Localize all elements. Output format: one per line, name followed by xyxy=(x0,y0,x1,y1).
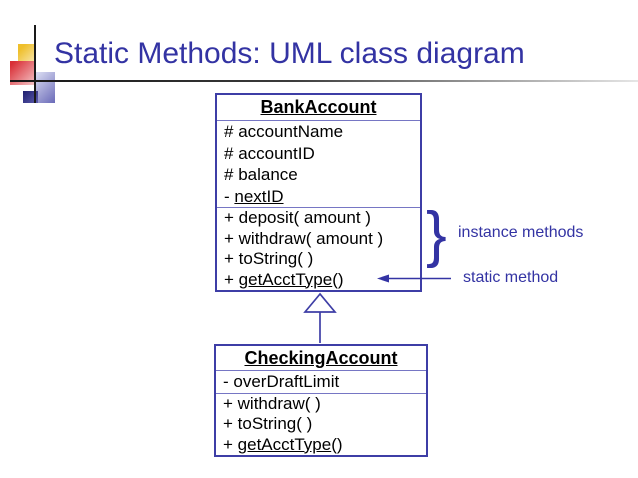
decor-square-yellow xyxy=(18,44,36,65)
decor-vertical-line xyxy=(34,25,36,103)
member-prefix: + xyxy=(223,414,238,434)
slide-title: Static Methods: UML class diagram xyxy=(54,37,525,70)
instance-methods-label: instance methods xyxy=(458,224,584,241)
member-name: overDraftLimit xyxy=(233,372,340,391)
member-name: nextID xyxy=(234,186,284,206)
member-suffix: () xyxy=(331,434,343,454)
member-name: getAcctType xyxy=(238,269,333,289)
member-suffix: () xyxy=(332,269,344,289)
attribute-row: # accountName xyxy=(224,121,420,143)
inheritance-triangle-icon xyxy=(303,292,337,313)
method-row: + deposit( amount ) xyxy=(224,208,420,229)
member-prefix: + xyxy=(224,249,239,268)
method-row: + withdraw( amount ) xyxy=(224,229,420,250)
title-underline-rule xyxy=(10,80,638,82)
member-prefix: # xyxy=(224,165,239,184)
member-name: balance xyxy=(238,165,298,184)
decor-square-lavender xyxy=(35,72,55,103)
class-name: CheckingAccount xyxy=(244,348,398,368)
member-name: toString( ) xyxy=(237,414,313,434)
member-prefix: + xyxy=(224,208,239,227)
member-name: deposit( amount ) xyxy=(238,208,371,227)
class-box-bankaccount: BankAccount # accountName # accountID # … xyxy=(215,93,422,292)
attribute-row: # accountID xyxy=(224,143,420,165)
attributes-section: - overDraftLimit xyxy=(216,371,426,394)
member-prefix: # xyxy=(224,143,239,163)
member-prefix: - xyxy=(224,186,235,206)
method-row-static: + getAcctType() xyxy=(223,435,426,455)
member-prefix: + xyxy=(224,269,239,289)
attribute-row-static: - nextID xyxy=(224,186,420,208)
member-name: accountID xyxy=(238,143,315,163)
attribute-row: # balance xyxy=(224,164,420,186)
class-box-checkingaccount: CheckingAccount - overDraftLimit + withd… xyxy=(214,344,428,457)
methods-section: + deposit( amount ) + withdraw( amount )… xyxy=(217,208,420,290)
member-name: getAcctType xyxy=(237,434,332,454)
class-name: BankAccount xyxy=(260,97,377,117)
attribute-row: - overDraftLimit xyxy=(223,371,426,393)
member-name: withdraw( ) xyxy=(237,394,321,413)
member-name: accountName xyxy=(238,122,344,141)
method-row: + withdraw( ) xyxy=(223,394,426,414)
static-method-label: static method xyxy=(463,269,559,286)
class-header-bankaccount: BankAccount xyxy=(217,95,420,121)
attributes-section: # accountName # accountID # balance - ne… xyxy=(217,121,420,208)
methods-section: + withdraw( ) + toString( ) + getAcctTyp… xyxy=(216,394,426,455)
method-row: + toString( ) xyxy=(223,414,426,434)
method-row-static: + getAcctType() xyxy=(224,270,420,291)
class-header-checkingaccount: CheckingAccount xyxy=(216,346,426,371)
member-prefix: + xyxy=(224,228,239,248)
member-name: toString( ) xyxy=(238,249,314,268)
member-prefix: - xyxy=(223,372,234,391)
member-prefix: + xyxy=(223,394,238,413)
member-prefix: # xyxy=(224,122,239,141)
method-row: + toString( ) xyxy=(224,249,420,270)
instance-methods-brace-icon: } xyxy=(426,200,447,269)
member-prefix: + xyxy=(223,434,238,454)
member-name: withdraw( amount ) xyxy=(238,228,384,248)
